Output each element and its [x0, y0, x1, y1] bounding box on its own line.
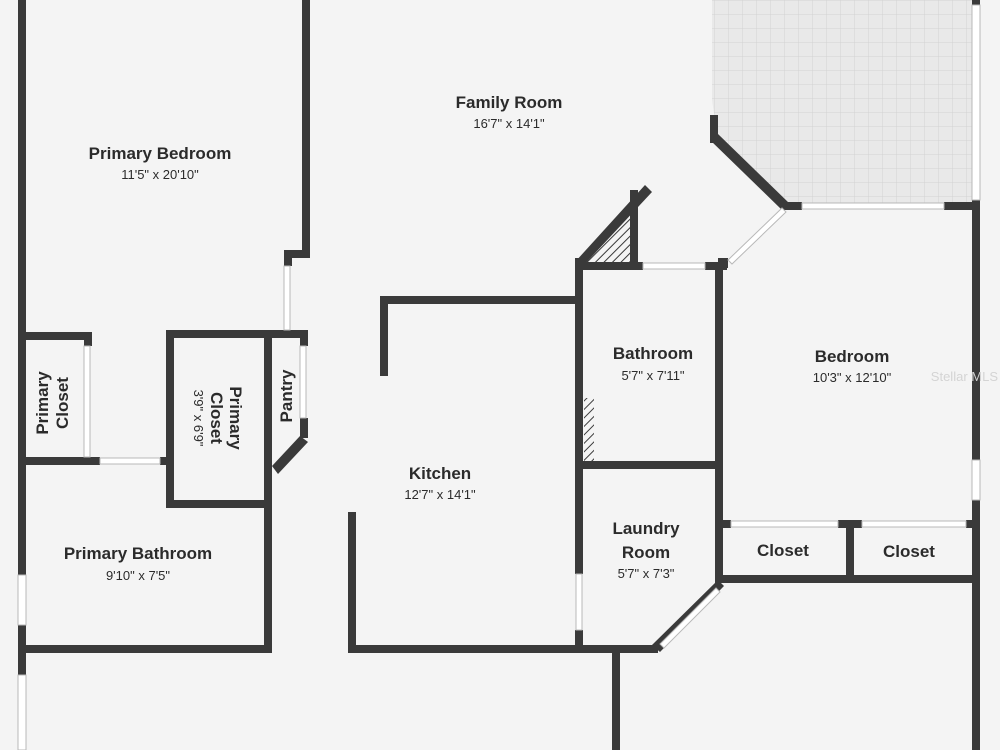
kitchen: Kitchen 12'7" x 14'1" — [404, 464, 476, 502]
family-room-name: Family Room — [456, 93, 563, 112]
kitchen-name: Kitchen — [409, 464, 471, 483]
primary-closet-center-line2: Closet — [207, 392, 226, 444]
pantry: Pantry — [277, 369, 296, 422]
primary-bathroom-name: Primary Bathroom — [64, 544, 212, 563]
bedroom: Bedroom 10'3" x 12'10" — [813, 347, 892, 385]
closet-1: Closet — [757, 541, 809, 560]
closet-2-name: Closet — [883, 542, 935, 561]
laundry-room-line1: Laundry — [612, 519, 680, 538]
patio-area — [712, 0, 975, 205]
closet-1-name: Closet — [757, 541, 809, 560]
primary-closet-left: Primary Closet — [33, 371, 72, 435]
watermark: Stellar MLS — [931, 369, 999, 384]
windows — [17, 4, 981, 750]
bedroom-name: Bedroom — [815, 347, 890, 366]
wall-hatch — [584, 398, 594, 461]
primary-bedroom-name: Primary Bedroom — [89, 144, 232, 163]
laundry-room-dims: 5'7" x 7'3" — [618, 566, 675, 581]
pantry-name: Pantry — [277, 369, 296, 422]
kitchen-dims: 12'7" x 14'1" — [404, 487, 476, 502]
bathroom-name: Bathroom — [613, 344, 693, 363]
primary-bathroom: Primary Bathroom 9'10" x 7'5" — [64, 544, 212, 583]
primary-bedroom-dims: 11'5" x 20'10" — [121, 167, 199, 182]
laundry-room: Laundry Room 5'7" x 7'3" — [612, 519, 680, 581]
walls — [18, 0, 980, 750]
primary-closet-center: Primary Closet 3'9" x 6'9" — [191, 386, 245, 450]
primary-closet-left-line2: Closet — [53, 377, 72, 429]
family-room-dims: 16'7" x 14'1" — [473, 116, 545, 131]
bedroom-dims: 10'3" x 12'10" — [813, 370, 892, 385]
closet-2: Closet — [883, 542, 935, 561]
primary-closet-left-line1: Primary — [33, 371, 52, 435]
primary-bathroom-dims: 9'10" x 7'5" — [106, 568, 170, 583]
laundry-room-line2: Room — [622, 543, 670, 562]
family-room: Family Room 16'7" x 14'1" — [456, 93, 563, 131]
bathroom-dims: 5'7" x 7'11" — [621, 368, 684, 383]
primary-closet-center-line1: Primary — [226, 386, 245, 450]
primary-bedroom: Primary Bedroom 11'5" x 20'10" — [89, 144, 232, 182]
primary-closet-center-dims: 3'9" x 6'9" — [191, 390, 206, 447]
bathroom: Bathroom 5'7" x 7'11" — [613, 344, 693, 383]
